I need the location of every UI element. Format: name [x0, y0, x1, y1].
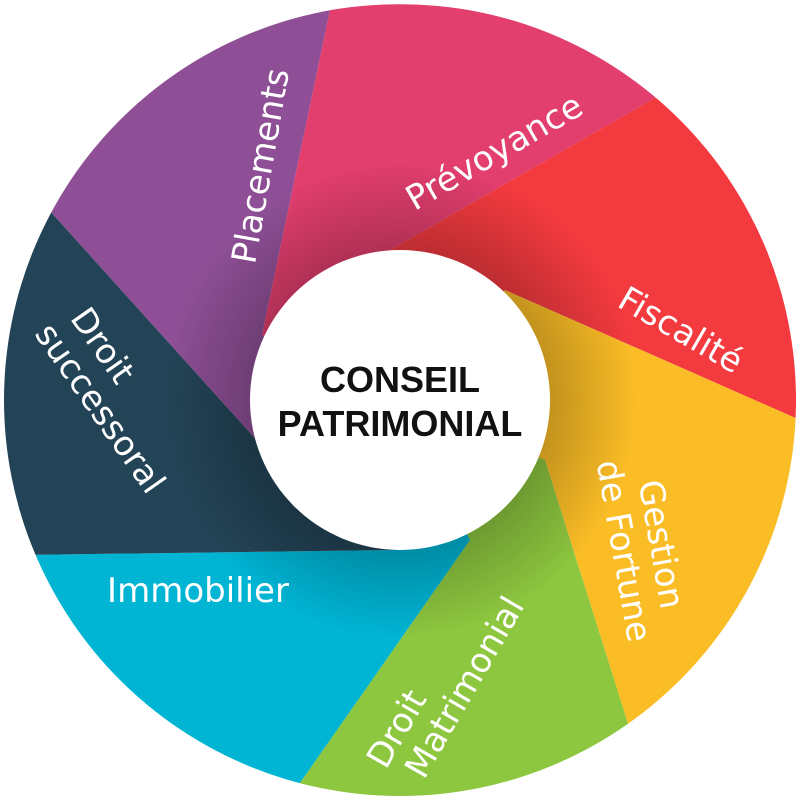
center-title-line1: CONSEIL	[320, 359, 480, 400]
label-gestion-de-fortune: Gestion de Fortune	[588, 457, 692, 645]
center-title-line2: PATRIMONIAL	[278, 403, 523, 444]
label-immobilier: Immobilier	[107, 571, 289, 611]
center-circle	[250, 250, 550, 550]
